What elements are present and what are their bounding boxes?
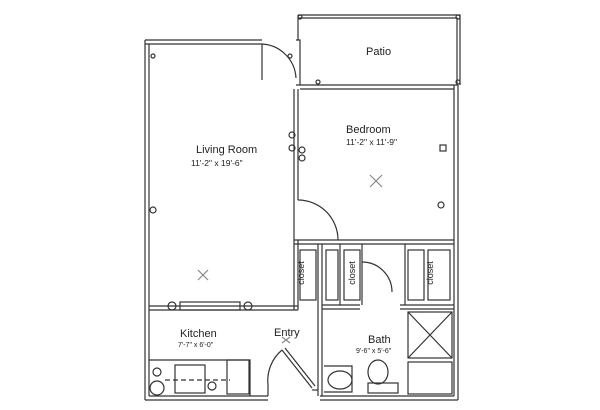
closet-label-3: closet [424,261,435,285]
patio-outline [150,14,461,85]
kitchen-counter [149,359,251,396]
entry-door [267,336,318,396]
closet-shelves [299,249,451,301]
interior-walls [149,89,454,396]
kitchen-size: 7'-7" x 6'-0" [178,342,214,349]
bedroom-door [297,199,339,241]
patio-label: Patio [366,46,392,58]
bath-size: 9'-6" x 5'-6" [356,348,392,355]
living-room-label: Living Room [196,144,258,156]
closet-label-2: closet [346,261,357,285]
exterior-walls [144,39,459,401]
fixtures [149,131,447,311]
bedroom-label: Bedroom [346,124,391,136]
closet-label-1: closet [295,261,306,285]
entry-label: Entry [274,327,300,339]
kitchen-label: Kitchen [180,328,217,340]
bath-fixtures [324,311,453,395]
bath-label: Bath [368,334,391,346]
bedroom-size: 11'-2" x 11'-9" [346,137,398,147]
living-room-size: 11'-2" x 19'-6" [191,158,243,168]
patio-door [261,43,297,80]
